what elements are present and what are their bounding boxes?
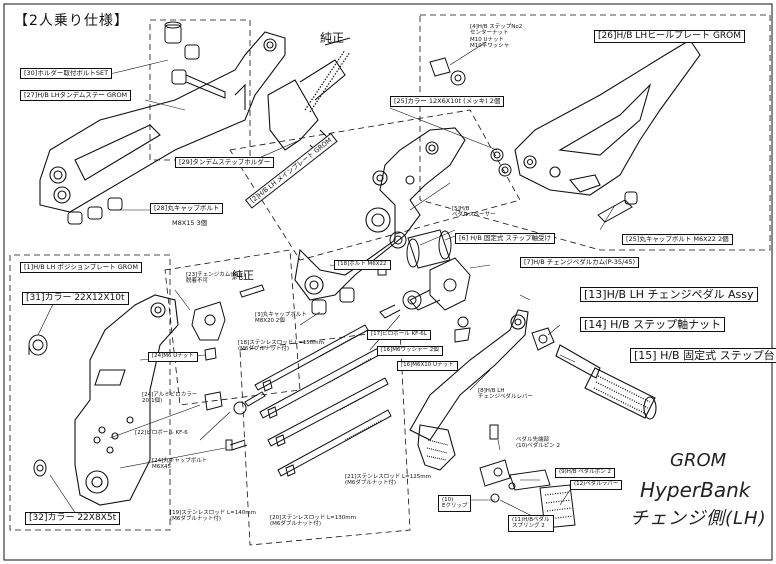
holder-bolt-set <box>164 21 226 99</box>
label-part-7: [7]H/B チェンジペダルカム(P-35/45) <box>520 257 640 268</box>
label-part-8: [8]H/B LH チェンジペダルレバー <box>478 388 534 401</box>
collar-22x8x5t <box>33 459 47 477</box>
heel-plate <box>514 39 701 196</box>
main-plate <box>294 127 466 301</box>
label-part-28: [28]丸キャップボルト <box>150 203 224 214</box>
brand-product: HyperBank <box>640 478 751 502</box>
label-part-15: [15] H/B 固定式 ステップ台 <box>630 348 776 363</box>
label-part-31: [31]カラー 22X12X10t <box>22 292 129 305</box>
pillow-ball-kf6l <box>377 264 471 343</box>
label-part-9: (9)H/B ペダルポン 2 <box>555 468 616 478</box>
label-part-12: (12)ペダルラバー <box>570 480 623 490</box>
cap-bolts-m8x20 <box>311 287 355 315</box>
tandem-stay <box>39 31 286 213</box>
label-part-11: (11)H/Bペダル スプリング 2 <box>508 515 554 532</box>
label-part-17: [17]ピロボール KF-6L <box>367 330 431 340</box>
label-part-23: [23]チェンジカム(純正) 脱着不可 <box>186 272 246 285</box>
cap-bolts-m8x15 <box>67 197 123 225</box>
label-part-13: [13]H/B LH チェンジペダル Assy <box>580 287 758 302</box>
genuine-note-top: 純正 <box>320 31 345 45</box>
label-part-32: [32]カラー 22X8X5t <box>25 512 121 525</box>
tandem-step-holder <box>267 37 351 156</box>
label-part-21: [21]ステンレスロッド L=125mm (M6ダブルナット付) <box>345 474 431 487</box>
center-nut-washer <box>429 57 466 86</box>
label-part-22: [22]ピロボール KF-6 <box>135 430 188 436</box>
label-part-6: [6] H/B 固定式 ステップ軸受け <box>455 233 555 244</box>
pedal-tip-parts <box>479 424 576 529</box>
corner-title: 【2人乗り仕様】 <box>14 13 129 29</box>
change-pedal-lever <box>409 309 529 471</box>
label-part-29: [29]タンデムステップホルダー <box>175 157 275 168</box>
label-part-25-collar: [25]カラー 12X6X10t (メッキ) 2個 <box>390 96 505 107</box>
position-plate <box>74 294 179 506</box>
label-part-30: [30]ホルダー取付ボルトSET <box>20 68 113 79</box>
label-part-26: [26]H/B LHヒールプレート GROM <box>594 30 746 43</box>
label-part-24-nut: [24]M6 Uナット <box>148 352 198 362</box>
change-cam-genuine <box>191 284 265 341</box>
sheet-border <box>3 3 773 561</box>
label-part-10: ペダル先端部 (10)ペダルピン 2 <box>516 437 561 450</box>
label-part-19: [19]ステンレスロッド L=140mm (M6ダブルナット付) <box>170 510 256 523</box>
label-part-16-nut: [16]M6X10 Uナット <box>397 361 458 371</box>
label-part-16-washer: [16]M6ワッシャー 2個 <box>377 346 443 356</box>
label-part-4: [4]H/B ステップNo2 センターナット M10 Uナット M10平ワッシャ <box>470 24 523 49</box>
holder-spring <box>304 49 351 113</box>
genuine-note-mid: 純正 <box>232 269 254 282</box>
label-part-18-bolt: [18]ボルト M6X22 <box>334 260 391 270</box>
label-part-10-eclip: (10) Eクリップ <box>438 495 472 512</box>
label-part-24-collar: [24]アルミピロカラー 20(1個) <box>142 392 198 405</box>
brand-model: GROM <box>670 450 727 471</box>
step-shaft-nut <box>531 327 555 351</box>
label-part-24-bolt: [24]丸キャップボルト M6X45 <box>152 458 208 471</box>
label-part-28-spec: M8X15 3個 <box>172 219 208 227</box>
label-part-3: [3]丸キャップボルト M8X20 2個 <box>255 312 307 325</box>
change-pedal-cam <box>409 257 471 311</box>
collars-and-bolts <box>490 148 638 223</box>
label-part-5: [5]H/B ペダルスペーサー <box>452 206 496 219</box>
label-part-25-bolt: [25]丸キャップボルト M6X22 2個 <box>622 234 733 245</box>
label-part-18-rod: [18]ステンレスロッド L=150mm (M6ダブルナット付) <box>238 340 324 353</box>
label-part-27: [27]H/B LHタンデムステー GROM <box>20 90 132 101</box>
label-part-20: [20]ステンレスロッド L=130mm (M6ダブルナット付) <box>270 515 356 528</box>
fixed-step-peg <box>555 344 657 420</box>
brand-side: チェンジ側(LH) <box>630 508 767 529</box>
label-part-14: [14] H/B ステップ軸ナット <box>580 317 726 332</box>
collar-22x12x10t <box>28 334 48 356</box>
label-part-1: [1]H/B LH ポジションプレート GROM <box>20 262 143 273</box>
pillow-parts <box>204 347 266 451</box>
